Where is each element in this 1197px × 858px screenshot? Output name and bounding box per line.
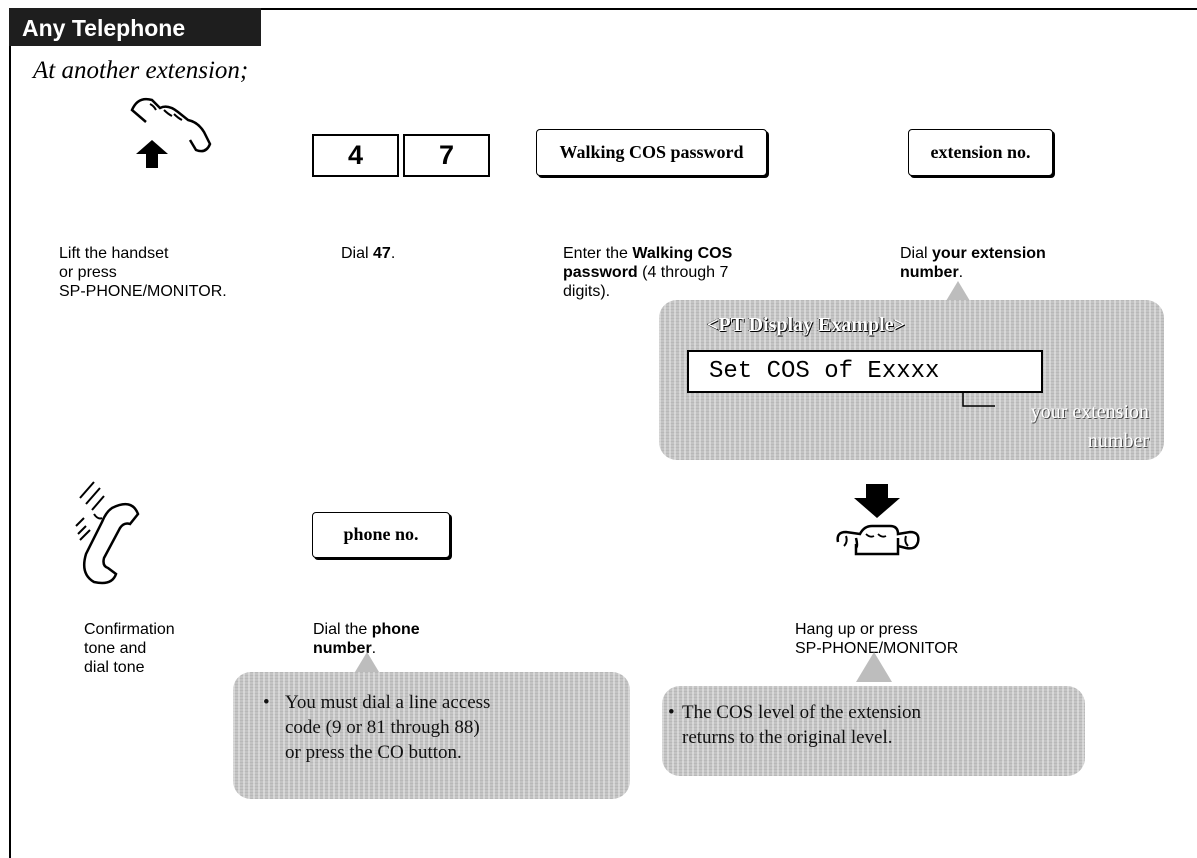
step1-label: Lift the handset or press SP-PHONE/MONIT…	[59, 245, 227, 300]
step2-label: Dial 47.	[341, 245, 396, 262]
subtitle: At another extension;	[33, 57, 249, 84]
display-example-title: <PT Display Example>	[707, 314, 906, 336]
walking-cos-password-box: Walking COS password	[536, 129, 767, 176]
key-7: 7	[403, 134, 490, 177]
phone-no-box: phone no.	[312, 512, 450, 558]
step5-label: Confirmation tone and dial tone	[84, 621, 175, 676]
note1-bullet: •	[263, 692, 270, 713]
note2-bullet: •	[668, 702, 675, 723]
handset-tone-icon	[75, 481, 140, 585]
handset-lift-icon	[130, 97, 212, 168]
line-access-note: • You must dial a line access code (9 or…	[233, 672, 630, 799]
page-frame	[9, 8, 1197, 858]
extension-no-box: extension no.	[908, 129, 1053, 176]
step7-label: Hang up or press SP-PHONE/MONITOR	[795, 621, 959, 657]
step3-label: Enter the Walking COS password (4 throug…	[563, 245, 733, 300]
note1-text: You must dial a line access code (9 or 8…	[285, 692, 491, 763]
step4-label: Dial your extension number.	[900, 245, 1046, 281]
section-header: Any Telephone	[9, 8, 261, 46]
handset-hangup-icon	[836, 484, 920, 556]
pt-display-screen: Set COS of Exxxx	[687, 350, 1043, 393]
display-note: your extension number	[1030, 401, 1149, 452]
note2-pointer	[856, 652, 892, 682]
bracket-line	[962, 392, 995, 407]
display-example-callout: <PT Display Example> Set COS of Exxxx yo…	[659, 300, 1164, 460]
key-4: 4	[312, 134, 399, 177]
cos-level-note: • The COS level of the extension returns…	[662, 686, 1085, 776]
note2-text: The COS level of the extension returns t…	[682, 702, 922, 748]
